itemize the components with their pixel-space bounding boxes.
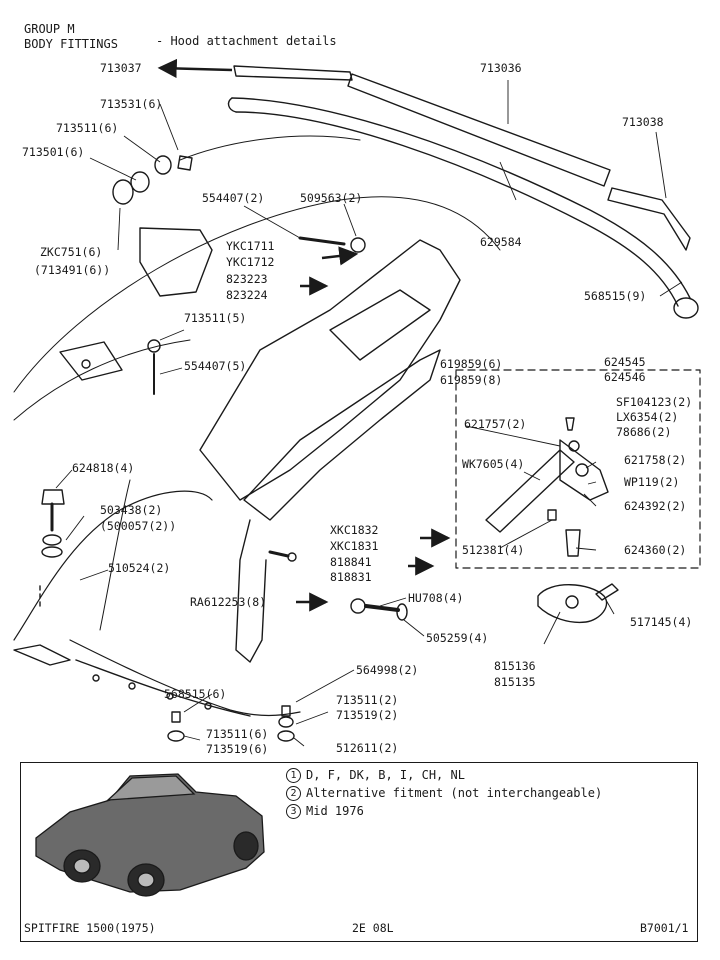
part-hu708: HU708(4) xyxy=(408,591,464,605)
legend-marker-2: 2 xyxy=(286,786,301,801)
footer-ref: B7001/1 xyxy=(640,921,689,935)
part-zkc751: ZKC751(6) xyxy=(40,245,103,259)
part-713036: 713036 xyxy=(480,61,522,75)
part-713511-2: 713511(2) xyxy=(336,693,399,707)
part-624392: 624392(2) xyxy=(624,499,687,513)
part-713501: 713501(6) xyxy=(22,145,85,159)
part-503438: 503438(2) xyxy=(100,503,163,517)
group-title: GROUP M xyxy=(24,22,75,36)
part-wp119: WP119(2) xyxy=(624,475,680,489)
hood-side-frame xyxy=(199,239,461,663)
retaining-plate xyxy=(537,583,619,624)
part-512381: 512381(4) xyxy=(462,543,525,557)
hood-rail-strip-middle xyxy=(347,73,611,187)
part-78686: 78686(2) xyxy=(616,425,672,439)
legend-note-2: Alternative fitment (not interchangeable… xyxy=(306,786,603,800)
part-xkc1831: XKC1831 xyxy=(330,539,379,553)
washer-icon xyxy=(130,171,150,193)
fastener-stud-icon xyxy=(112,179,134,205)
part-512611: 512611(2) xyxy=(336,741,399,755)
hood-rail-strip-rear xyxy=(607,187,691,251)
section-title: BODY FITTINGS xyxy=(24,37,118,51)
legend-note-3: Mid 1976 xyxy=(306,804,364,818)
part-wk7605: WK7605(4) xyxy=(462,457,525,471)
rear-body-panel xyxy=(13,479,301,717)
part-713511-6b: 713511(6) xyxy=(206,727,269,741)
part-500057: (500057(2)) xyxy=(100,519,177,533)
part-713038: 713038 xyxy=(622,115,664,129)
washer-icon-2 xyxy=(154,155,172,175)
part-554407-2: 554407(2) xyxy=(202,191,265,205)
part-554407-5: 554407(5) xyxy=(184,359,247,373)
part-ykc1712: YKC1712 xyxy=(226,255,275,269)
part-713531: 713531(6) xyxy=(100,97,163,111)
part-629584: 629584 xyxy=(480,235,522,249)
part-815136: 815136 xyxy=(494,659,536,673)
part-517145: 517145(4) xyxy=(630,615,693,629)
page-subtitle: - Hood attachment details xyxy=(156,34,337,48)
part-818841: 818841 xyxy=(330,555,372,569)
part-568515-9: 568515(9) xyxy=(584,289,647,303)
part-sf104123: SF104123(2) xyxy=(616,395,693,409)
legend-marker-3: 3 xyxy=(286,804,301,819)
part-ra612253: RA612253(8) xyxy=(190,595,267,609)
part-823223: 823223 xyxy=(226,272,268,286)
part-818831: 818831 xyxy=(330,570,372,584)
part-713519-6: 713519(6) xyxy=(206,742,269,756)
part-lx6354: LX6354(2) xyxy=(616,410,679,424)
part-xkc1832: XKC1832 xyxy=(330,523,379,537)
part-505259: 505259(4) xyxy=(426,631,489,645)
part-509563: 509563(2) xyxy=(300,191,363,205)
hood-rail-strip-front xyxy=(233,65,353,81)
legend-note-1: D, F, DK, B, I, CH, NL xyxy=(306,768,465,782)
part-713511-5: 713511(5) xyxy=(184,311,247,325)
part-621757: 621757(2) xyxy=(464,417,527,431)
part-823224: 823224 xyxy=(226,288,268,302)
footer-model: SPITFIRE 1500(1975) xyxy=(24,921,156,935)
legend-panel xyxy=(20,762,698,942)
legend-marker-1: 1 xyxy=(286,768,301,783)
latch-assembly xyxy=(485,417,609,557)
part-510524: 510524(2) xyxy=(108,561,171,575)
alt-fitment-box xyxy=(455,369,701,569)
part-621758: 621758(2) xyxy=(624,453,687,467)
part-713511-6: 713511(6) xyxy=(56,121,119,135)
part-624360: 624360(2) xyxy=(624,543,687,557)
part-619859-8: 619859(8) xyxy=(440,373,503,387)
bolt-head-icon xyxy=(41,489,65,505)
part-624818: 624818(4) xyxy=(72,461,135,475)
rivet-icon xyxy=(177,155,193,171)
part-619859-6: 619859(6) xyxy=(440,357,503,371)
part-713037: 713037 xyxy=(100,61,142,75)
corner-bracket xyxy=(139,227,213,297)
car-illustration xyxy=(35,773,265,897)
part-713519-2: 713519(2) xyxy=(336,708,399,722)
part-ykc1711: YKC1711 xyxy=(226,239,275,253)
part-564998: 564998(2) xyxy=(356,663,419,677)
part-624545: 624545 xyxy=(604,355,646,369)
part-568515-6: 568515(6) xyxy=(164,687,227,701)
part-713491: (713491(6)) xyxy=(34,263,111,277)
footer-page: 2E 08L xyxy=(352,921,394,935)
part-815135: 815135 xyxy=(494,675,536,689)
hood-frame-bow xyxy=(227,97,699,319)
part-624546: 624546 xyxy=(604,370,646,384)
